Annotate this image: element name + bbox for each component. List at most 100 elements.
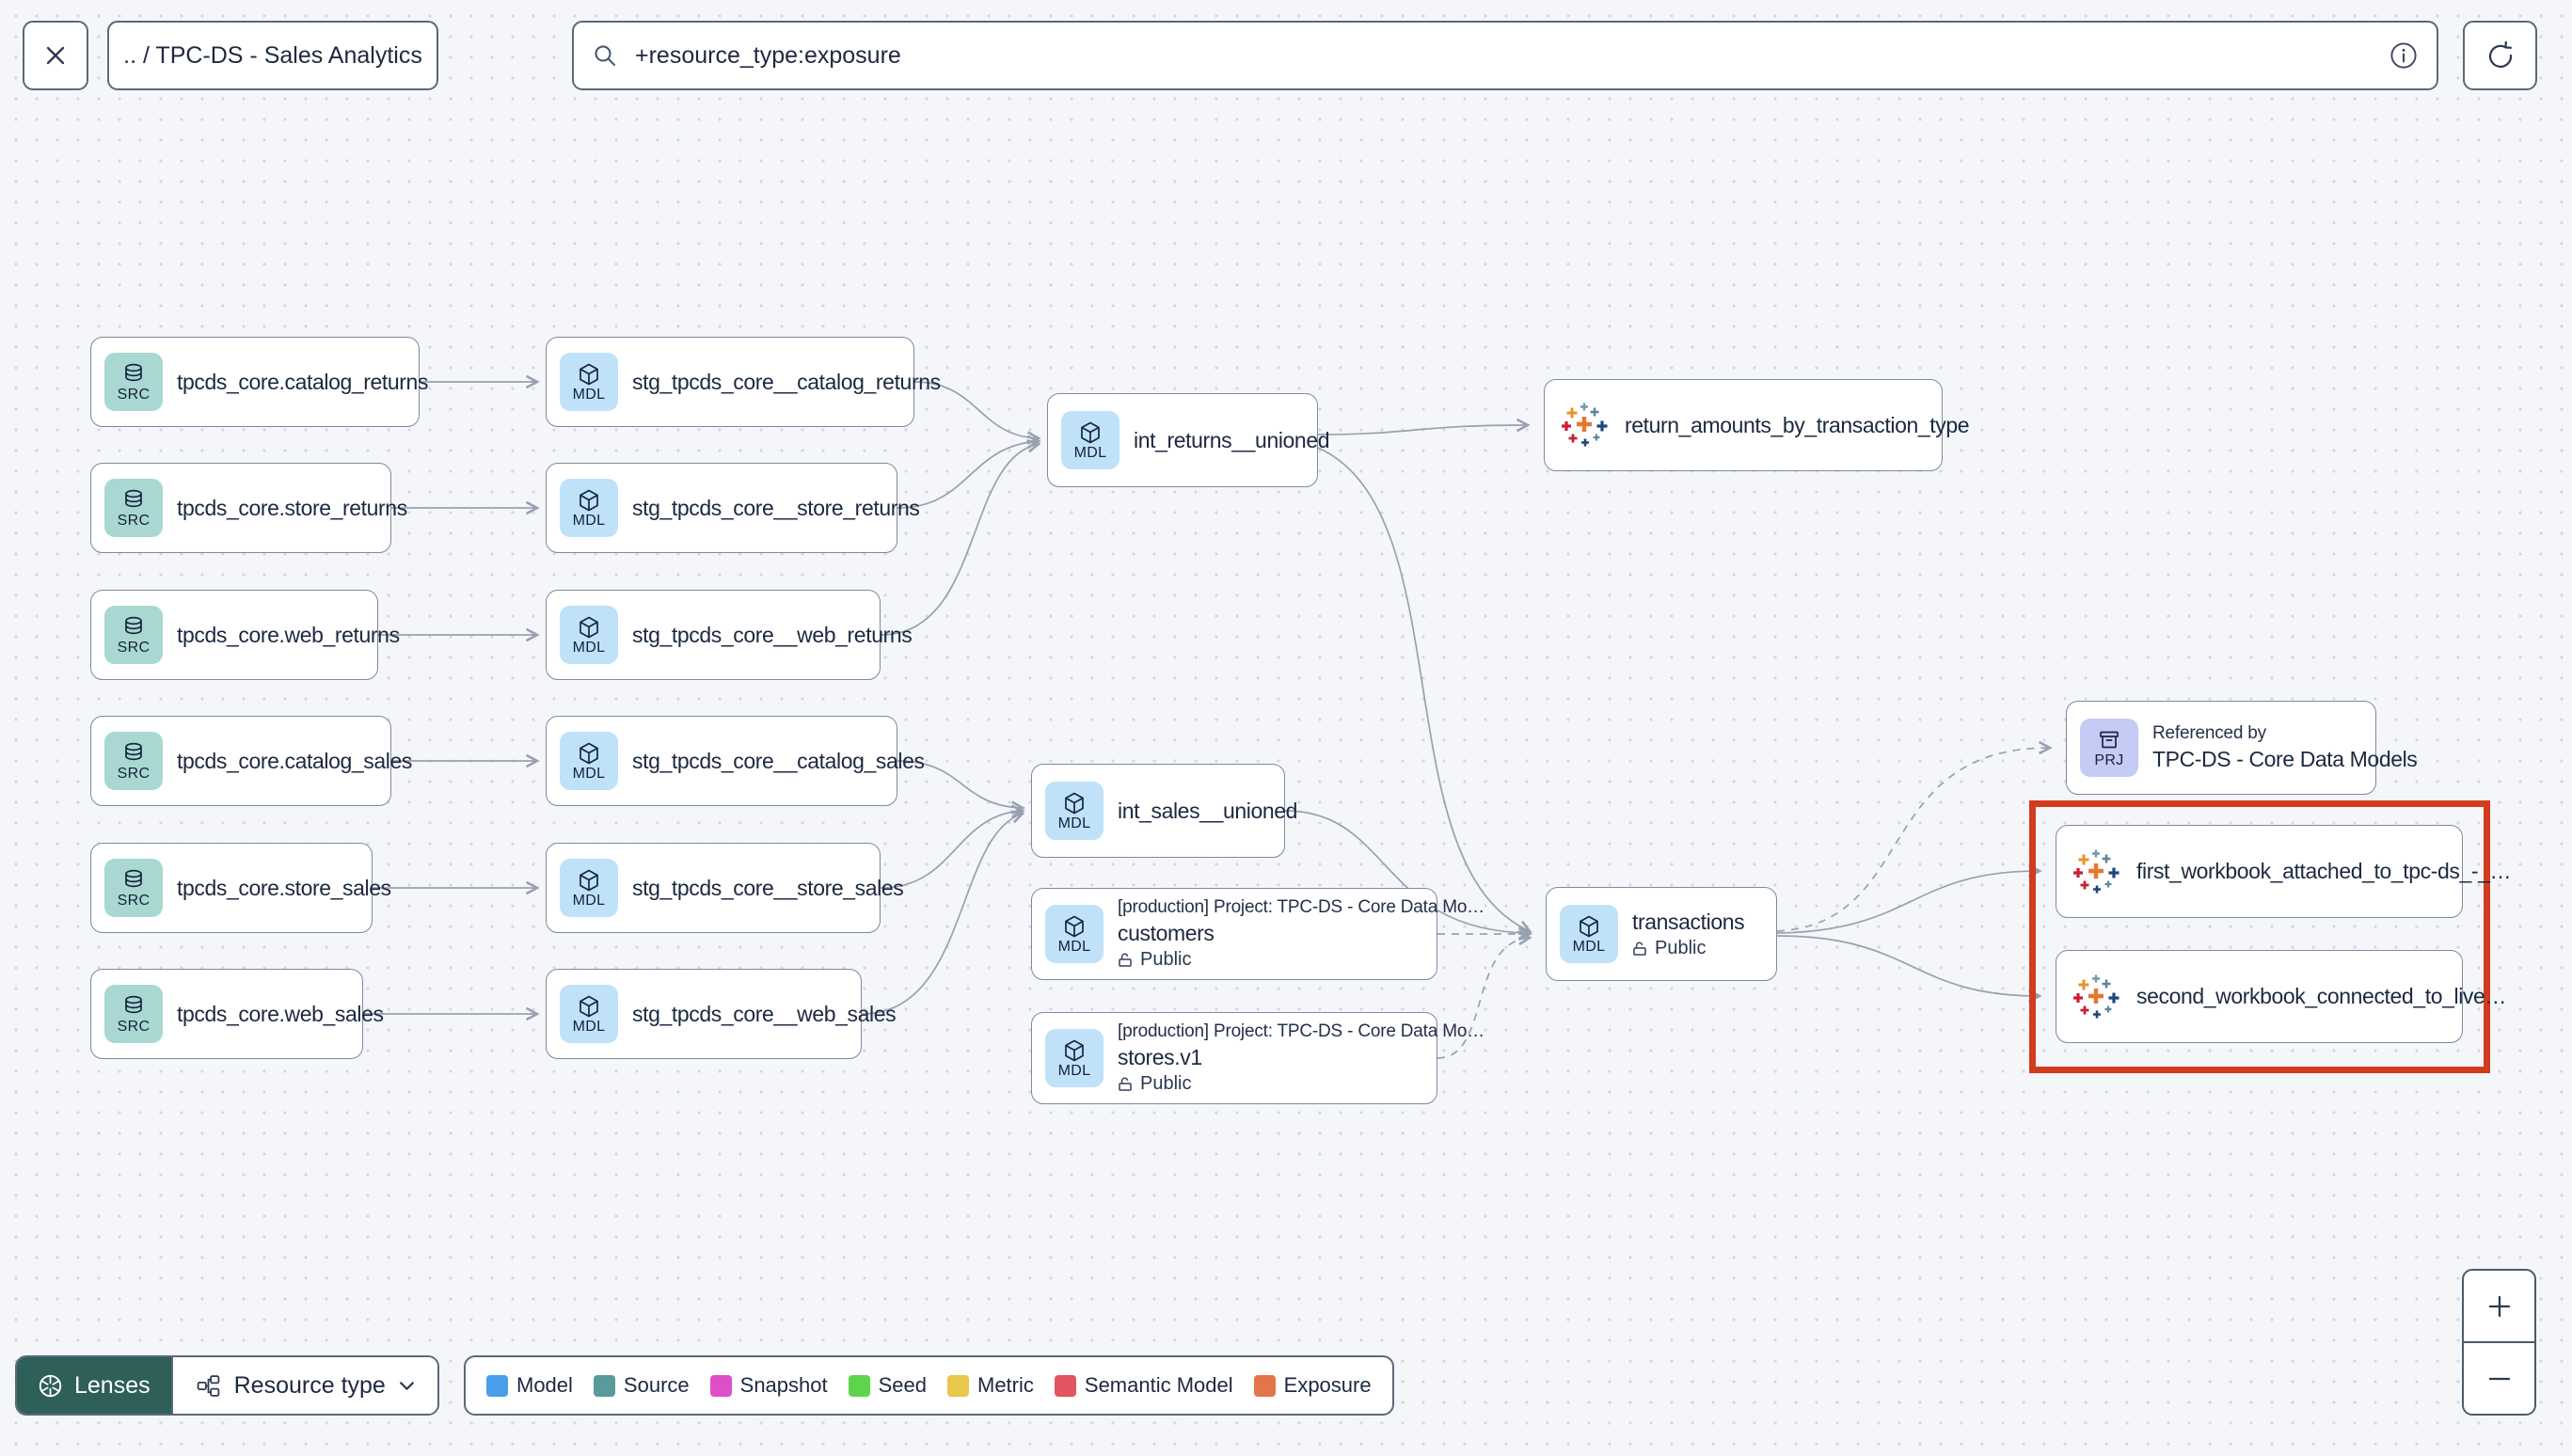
close-icon [46, 46, 65, 65]
lens-aperture-icon [39, 1374, 62, 1397]
cube-icon [1081, 421, 1100, 443]
cube-icon [579, 742, 598, 764]
resource-badge: MDL [560, 985, 618, 1043]
node-text: stg_tpcds_core__web_returns [632, 623, 913, 648]
node-text: [production] Project: TPC-DS - Core Data… [1118, 1021, 1484, 1095]
node-subtitle: Referenced by [2152, 723, 2266, 743]
resource-badge: SRC [104, 479, 163, 537]
access-label: Public [1655, 937, 1707, 958]
resource-badge: SRC [104, 859, 163, 917]
edge-stores-v1-to-transactions [1437, 938, 1530, 1059]
node-title: tpcds_core.catalog_sales [177, 748, 412, 773]
cube-icon [1580, 915, 1598, 937]
info-icon[interactable] [2389, 41, 2418, 70]
tableau-icon [1562, 403, 1608, 447]
database-icon [125, 869, 142, 887]
badge-label: SRC [117, 1018, 151, 1035]
node-text: second_workbook_connected_to_live… [2136, 984, 2506, 1009]
graph-node-stores-v1[interactable]: MDL [production] Project: TPC-DS - Core D… [1031, 1012, 1484, 1104]
badge-label: SRC [117, 765, 151, 782]
node-title: stg_tpcds_core__catalog_returns [632, 369, 941, 394]
graph-node-stg-catalog-returns[interactable]: MDL stg_tpcds_core__catalog_returns [546, 337, 941, 427]
graph-node-stg-store-returns[interactable]: MDL stg_tpcds_core__store_returns [546, 463, 920, 553]
graph-node-first-workbook[interactable]: first_workbook_attached_to_tpc-ds_-_… [2056, 825, 2512, 918]
node-text: stg_tpcds_core__catalog_returns [632, 369, 941, 395]
search-input[interactable] [633, 40, 2374, 71]
cube-icon [579, 489, 598, 511]
graph-node-src-catalog-returns[interactable]: SRC tpcds_core.catalog_returns [90, 337, 429, 427]
legend-swatch [1054, 1374, 1076, 1397]
resource-type-label: Resource type [233, 1371, 386, 1399]
graph-node-second-workbook[interactable]: second_workbook_connected_to_live… [2056, 950, 2506, 1043]
node-title: stg_tpcds_core__store_returns [632, 495, 920, 520]
legend-label: Model [516, 1373, 573, 1397]
node-title: stg_tpcds_core__store_sales [632, 875, 904, 900]
database-icon [125, 616, 142, 634]
node-title: stg_tpcds_core__web_sales [632, 1001, 897, 1026]
legend-item-snapshot: Snapshot [709, 1373, 828, 1398]
legend-swatch [709, 1374, 732, 1397]
node-title: return_amounts_by_transaction_type [1625, 412, 1970, 437]
graph-node-src-store-returns[interactable]: SRC tpcds_core.store_returns [90, 463, 407, 553]
node-title: first_workbook_attached_to_tpc-ds_-_… [2136, 859, 2512, 883]
refresh-button[interactable] [2463, 21, 2537, 90]
node-text: return_amounts_by_transaction_type [1625, 412, 1970, 438]
node-title: tpcds_core.catalog_returns [177, 369, 429, 394]
lenses-button[interactable]: Lenses [17, 1357, 171, 1414]
legend-swatch [848, 1374, 870, 1397]
resource-badge: MDL [1045, 1029, 1103, 1087]
badge-label: MDL [1057, 938, 1091, 955]
close-button[interactable] [23, 21, 88, 90]
legend-label: Metric [977, 1373, 1034, 1397]
node-title: stg_tpcds_core__catalog_sales [632, 748, 925, 773]
legend-item-seed: Seed [848, 1373, 927, 1398]
badge-label: MDL [572, 1018, 606, 1035]
graph-node-src-catalog-sales[interactable]: SRC tpcds_core.catalog_sales [90, 716, 412, 806]
cube-icon [1065, 1039, 1084, 1061]
legend-item-semantic-model: Semantic Model [1054, 1373, 1233, 1398]
node-title: customers [1118, 921, 1215, 945]
graph-node-customers[interactable]: MDL[production] Project: TPC-DS - Core D… [1031, 888, 1484, 980]
zoom-in-button[interactable] [2464, 1271, 2534, 1343]
badge-label: SRC [117, 512, 151, 529]
access-label: Public [1140, 1073, 1192, 1094]
graph-node-return-amounts[interactable]: return_amounts_by_transaction_type [1544, 379, 1970, 471]
node-title: int_sales__unioned [1118, 798, 1298, 823]
zoom-out-button[interactable] [2464, 1343, 2534, 1414]
graph-node-stg-web-sales[interactable]: MDL stg_tpcds_core__web_sales [546, 969, 897, 1059]
database-icon [125, 489, 142, 507]
node-text: stg_tpcds_core__web_sales [632, 1001, 897, 1027]
exposure-icon-wrap [2070, 971, 2122, 1023]
legend-label: Seed [878, 1373, 927, 1397]
node-text: stg_tpcds_core__catalog_sales [632, 748, 925, 774]
resource-badge: MDL [560, 479, 618, 537]
node-title: stores.v1 [1118, 1045, 1202, 1069]
refresh-icon [2488, 40, 2512, 68]
edge-stg-catalog-returns-to-int-returns-unioned [913, 381, 1039, 438]
resource-type-dropdown[interactable]: Resource type [170, 1357, 437, 1414]
resource-badge: SRC [104, 606, 163, 664]
resource-badge: MDL [1560, 905, 1618, 963]
badge-label: PRJ [2094, 752, 2124, 768]
search-bar [572, 21, 2438, 90]
database-icon [125, 742, 142, 760]
badge-label: SRC [117, 386, 151, 403]
breadcrumb[interactable]: .. / TPC-DS - Sales Analytics [107, 21, 438, 90]
badge-label: SRC [117, 892, 151, 909]
node-text: tpcds_core.store_returns [177, 496, 407, 521]
badge-label: MDL [572, 386, 606, 403]
